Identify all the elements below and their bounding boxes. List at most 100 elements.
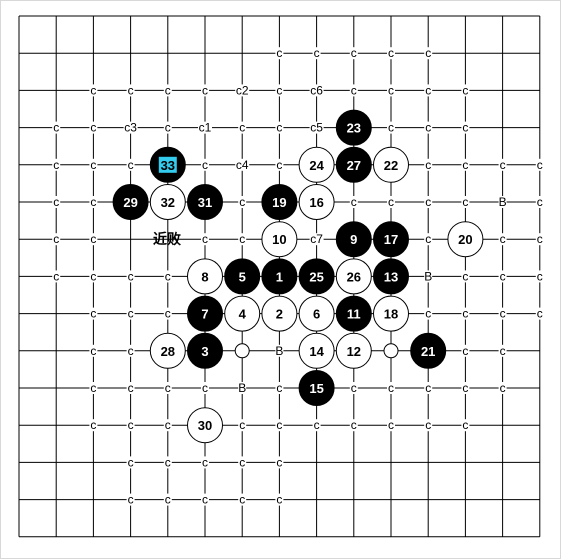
label-backdrop [424, 233, 433, 246]
label-backdrop [424, 382, 433, 394]
stone-circle [224, 258, 261, 295]
stone-white[interactable]: 8 [187, 258, 223, 295]
stone-black[interactable]: 31 [187, 184, 223, 220]
label-backdrop [461, 84, 470, 97]
point-label: c [202, 493, 208, 507]
point-label: c [165, 269, 171, 283]
point-label: B [238, 381, 246, 395]
point-label: c [388, 418, 394, 432]
stone-black[interactable]: 1 [261, 258, 298, 295]
stone-black[interactable]: 15 [298, 370, 335, 406]
point-label: c [128, 158, 134, 172]
point-label: c [500, 269, 506, 283]
label-backdrop [461, 307, 470, 320]
stone-white[interactable]: 12 [335, 332, 372, 369]
stone-black[interactable]: 3 [187, 332, 223, 369]
stone-black[interactable]: 13 [373, 258, 409, 295]
point-label: c [351, 83, 357, 97]
point-label: c [388, 195, 394, 209]
stone-white[interactable]: 2 [261, 295, 298, 332]
label-backdrop [126, 419, 135, 432]
stone-white[interactable]: 10 [261, 221, 298, 258]
label-backdrop [89, 233, 98, 246]
label-backdrop [89, 121, 98, 134]
stone-black[interactable]: 33 [149, 146, 186, 183]
label-backdrop [89, 158, 98, 171]
point-label: c [425, 381, 431, 395]
stone-white[interactable]: 18 [373, 295, 409, 332]
label-backdrop [52, 270, 61, 283]
point-label: c [500, 307, 506, 321]
label-backdrop [498, 307, 507, 320]
label-backdrop [52, 233, 61, 246]
move-number: 26 [347, 269, 361, 284]
stone-black[interactable]: 29 [112, 184, 149, 220]
move-number: 21 [421, 344, 435, 359]
stone-white[interactable]: 16 [298, 184, 335, 220]
point-label: c [90, 158, 96, 172]
point-label: c [53, 195, 59, 209]
label-backdrop [238, 196, 247, 208]
stone-white[interactable]: 4 [224, 295, 261, 332]
label-backdrop [461, 344, 470, 357]
stone-black[interactable]: 9 [335, 221, 372, 258]
point-label: c [425, 307, 431, 321]
label-backdrop [498, 270, 507, 283]
label-backdrop [126, 493, 135, 506]
move-number: 3 [201, 344, 208, 359]
label-backdrop [312, 419, 321, 432]
point-label: c [276, 83, 282, 97]
stone-black[interactable]: 23 [335, 109, 372, 146]
stone-circle [187, 258, 223, 295]
point-label: c [462, 269, 468, 283]
label-backdrop [461, 121, 470, 134]
stone-white[interactable]: 22 [373, 146, 409, 183]
point-label: c [128, 344, 134, 358]
point-label: c [537, 232, 543, 246]
stone-black[interactable]: 11 [335, 295, 372, 332]
stone-white[interactable]: 30 [187, 407, 223, 444]
stone-white[interactable]: 14 [298, 332, 335, 369]
stone-black[interactable]: 5 [224, 258, 261, 295]
stone-white[interactable]: 24 [298, 146, 335, 183]
stone-black[interactable]: 19 [261, 184, 298, 220]
label-backdrop [163, 84, 172, 97]
label-backdrop [461, 158, 470, 171]
label-backdrop [349, 84, 358, 97]
point-label: c [314, 46, 320, 60]
label-backdrop [387, 84, 395, 97]
label-backdrop [461, 270, 470, 283]
stone-circle [373, 146, 409, 183]
point-label: c [500, 381, 506, 395]
stone-white[interactable]: 6 [298, 295, 335, 332]
stone-black[interactable]: 21 [410, 332, 447, 369]
stone-black[interactable]: 17 [373, 221, 409, 258]
label-backdrop [198, 121, 212, 134]
point-label: c [276, 46, 282, 60]
stone-circle [187, 295, 223, 332]
stone-white[interactable]: 20 [447, 221, 484, 258]
stone-white[interactable]: 26 [335, 258, 372, 295]
point-label: c [202, 232, 208, 246]
move-number: 30 [198, 418, 212, 433]
stone-black[interactable]: 27 [335, 146, 372, 183]
stone-white[interactable]: 32 [149, 184, 186, 220]
label-backdrop [238, 382, 247, 394]
point-label: c6 [310, 83, 323, 97]
move-number: 29 [123, 195, 137, 210]
stone-black[interactable]: 25 [298, 258, 335, 295]
label-backdrop [201, 84, 209, 97]
stone-white[interactable]: 28 [149, 332, 186, 369]
label-backdrop [535, 270, 544, 283]
stone-black[interactable]: 7 [187, 295, 223, 332]
move-number: 11 [347, 307, 361, 322]
label-backdrop [238, 233, 247, 246]
label-backdrop [201, 456, 209, 469]
point-label: c [500, 344, 506, 358]
move-number: 8 [201, 269, 208, 284]
label-backdrop [275, 493, 284, 506]
move-number: 13 [384, 269, 398, 284]
label-backdrop [275, 382, 284, 394]
